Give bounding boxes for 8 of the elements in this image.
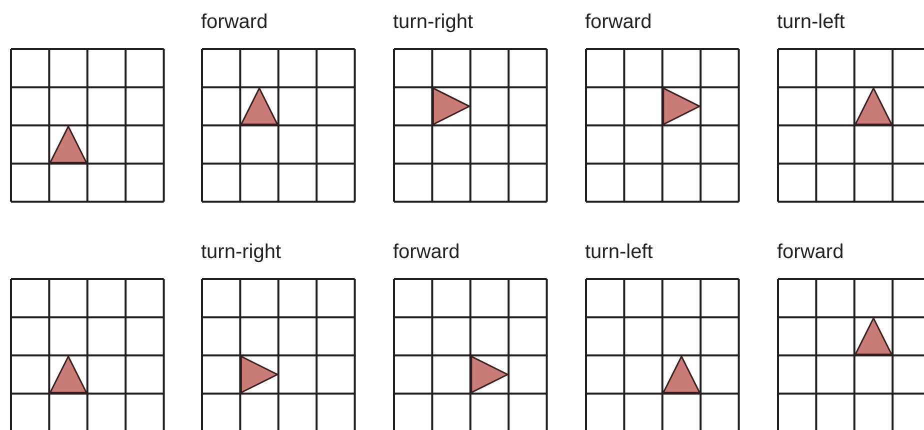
step-label: forward <box>585 10 652 34</box>
step-label: forward <box>393 240 460 264</box>
step-label: turn-right <box>201 240 282 264</box>
step-label: forward <box>777 240 844 264</box>
step-label: forward <box>201 10 268 34</box>
step-label: turn-left <box>585 240 653 264</box>
step-label: turn-right <box>393 10 474 34</box>
step-label: turn-left <box>777 10 845 34</box>
